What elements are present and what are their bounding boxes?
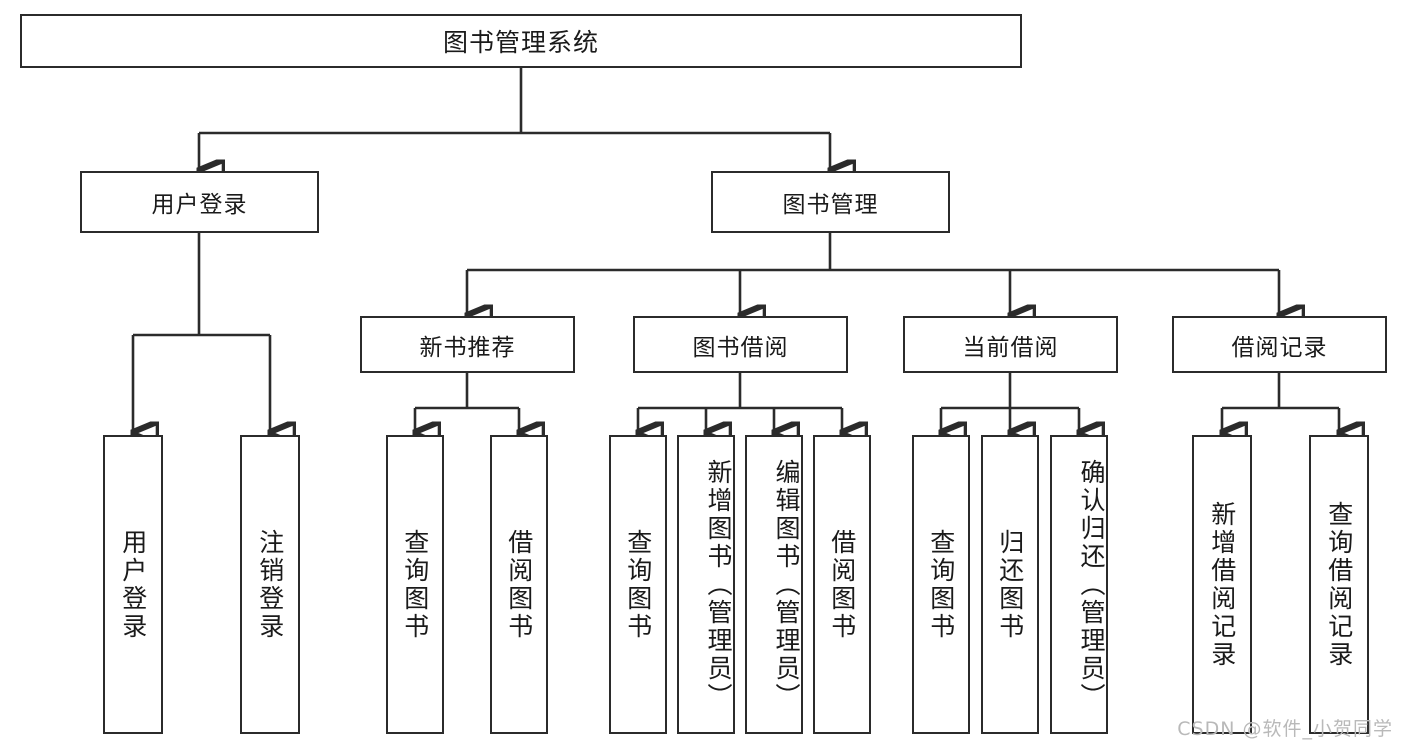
leaf-current-confirm-return[interactable]: 确认归还（管理员） [1050,435,1108,734]
leaf-user-login-login[interactable]: 用户登录 [103,435,163,734]
leaf-borrow-edit-book[interactable]: 编辑图书（管理员） [745,435,803,734]
leaf-borrow-edit-book-label: 编辑图书（管理员） [772,458,801,711]
node-current-borrow[interactable]: 当前借阅 [903,316,1118,373]
leaf-borrow-query-book[interactable]: 查询图书 [609,435,667,734]
leaf-current-confirm-return-label: 确认归还（管理员） [1077,458,1106,711]
leaf-new-book-borrow-label: 借阅图书 [504,528,534,641]
leaf-record-add[interactable]: 新增借阅记录 [1192,435,1252,734]
leaf-record-add-label: 新增借阅记录 [1207,500,1237,669]
leaf-borrow-borrow-book[interactable]: 借阅图书 [813,435,871,734]
leaf-record-query-label: 查询借阅记录 [1324,500,1354,669]
node-book-borrow-label: 图书借阅 [692,334,789,361]
leaf-borrow-add-book-label: 新增图书（管理员） [704,458,733,711]
node-book-manage[interactable]: 图书管理 [711,171,950,233]
node-root-system[interactable]: 图书管理系统 [20,14,1022,68]
leaf-current-query-book[interactable]: 查询图书 [912,435,970,734]
leaf-current-return-book[interactable]: 归还图书 [981,435,1039,734]
leaf-new-book-query[interactable]: 查询图书 [386,435,444,734]
node-book-manage-label: 图书管理 [782,192,879,218]
node-borrow-record-label: 借阅记录 [1231,334,1328,361]
node-book-borrow[interactable]: 图书借阅 [633,316,848,373]
leaf-record-query[interactable]: 查询借阅记录 [1309,435,1369,734]
node-root-label: 图书管理系统 [442,28,599,57]
node-new-book-recommend-label: 新书推荐 [419,334,516,361]
leaf-new-book-borrow[interactable]: 借阅图书 [490,435,548,734]
node-user-login-label: 用户登录 [151,192,248,218]
node-current-borrow-label: 当前借阅 [962,334,1059,361]
csdn-watermark: CSDN @软件_小贺同学 [1177,718,1393,740]
leaf-current-return-book-label: 归还图书 [995,528,1025,641]
node-new-book-recommend[interactable]: 新书推荐 [360,316,575,373]
node-user-login[interactable]: 用户登录 [80,171,319,233]
leaf-user-login-logout-label: 注销登录 [255,528,285,641]
node-borrow-record[interactable]: 借阅记录 [1172,316,1387,373]
leaf-new-book-query-label: 查询图书 [400,528,430,641]
leaf-borrow-add-book[interactable]: 新增图书（管理员） [677,435,735,734]
leaf-borrow-borrow-book-label: 借阅图书 [827,528,857,641]
leaf-user-login-login-label: 用户登录 [118,528,148,641]
leaf-borrow-query-book-label: 查询图书 [623,528,653,641]
leaf-current-query-book-label: 查询图书 [926,528,956,641]
leaf-user-login-logout[interactable]: 注销登录 [240,435,300,734]
